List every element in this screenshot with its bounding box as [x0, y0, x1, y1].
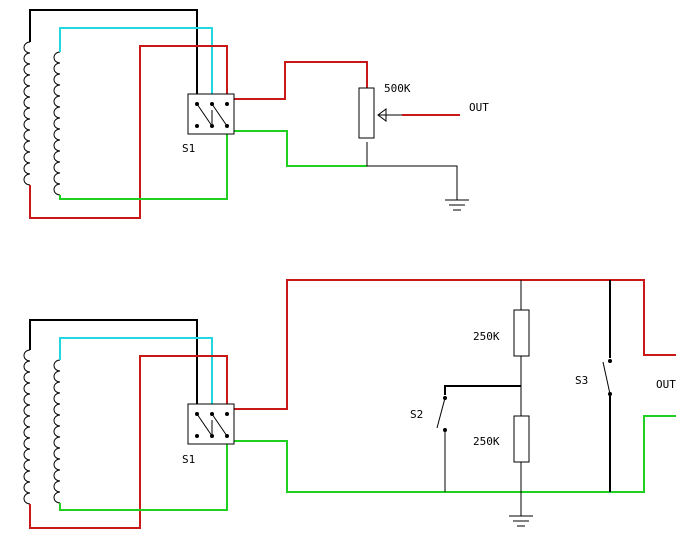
bottom-resistor-bottom-label: 250K	[473, 435, 500, 448]
top-out-label: OUT	[469, 101, 489, 114]
top-coil-outer	[23, 41, 31, 186]
top-pot-wiper	[377, 108, 402, 122]
top-s1-lever	[211, 103, 228, 127]
top-s1-terminal	[225, 102, 229, 106]
bottom-s3-label: S3	[575, 374, 588, 387]
top-wire-red	[29, 45, 368, 219]
bottom-coil-outer	[23, 349, 31, 505]
bottom-s1-lever	[211, 413, 228, 437]
bottom-circuit: S1 250K 250K S2 S3 OUT	[23, 279, 676, 529]
bottom-resistor-bottom[interactable]	[513, 415, 530, 463]
bottom-resistor-top-label: 250K	[473, 330, 500, 343]
top-pot-label: 500K	[384, 82, 411, 95]
top-s1-lever	[196, 103, 213, 127]
bottom-s1-terminal	[195, 434, 199, 438]
top-wire-green	[59, 130, 367, 200]
bottom-s1-label: S1	[182, 453, 195, 466]
bottom-s1-terminal	[225, 412, 229, 416]
top-s1-terminal	[195, 124, 199, 128]
bottom-s1-lever	[196, 413, 213, 437]
top-potentiometer[interactable]	[358, 87, 375, 139]
bottom-wire-red	[29, 279, 676, 529]
bottom-wire-cyan	[59, 337, 213, 414]
top-wire-black	[29, 9, 198, 104]
bottom-resistor-top[interactable]	[513, 309, 530, 357]
bottom-out-label: OUT	[656, 378, 676, 391]
bottom-wire-black	[29, 319, 198, 414]
top-wire-ground	[366, 142, 458, 200]
bottom-coil-inner	[53, 359, 61, 504]
top-coil-inner	[53, 51, 61, 196]
bottom-s2-label: S2	[410, 408, 423, 421]
bottom-switch-s3[interactable]	[602, 359, 612, 396]
bottom-switch-s2[interactable]	[436, 396, 447, 432]
bottom-network-wires	[444, 385, 521, 395]
top-circuit: S1 500K OUT	[23, 9, 489, 219]
top-ground-symbol	[445, 199, 469, 211]
bottom-switch-s1[interactable]	[187, 403, 235, 445]
bottom-wire-green	[59, 415, 676, 511]
top-wire-cyan	[59, 27, 213, 104]
top-s1-label: S1	[182, 142, 195, 155]
top-switch-s1[interactable]	[187, 93, 235, 135]
bottom-ground-symbol	[509, 515, 533, 527]
